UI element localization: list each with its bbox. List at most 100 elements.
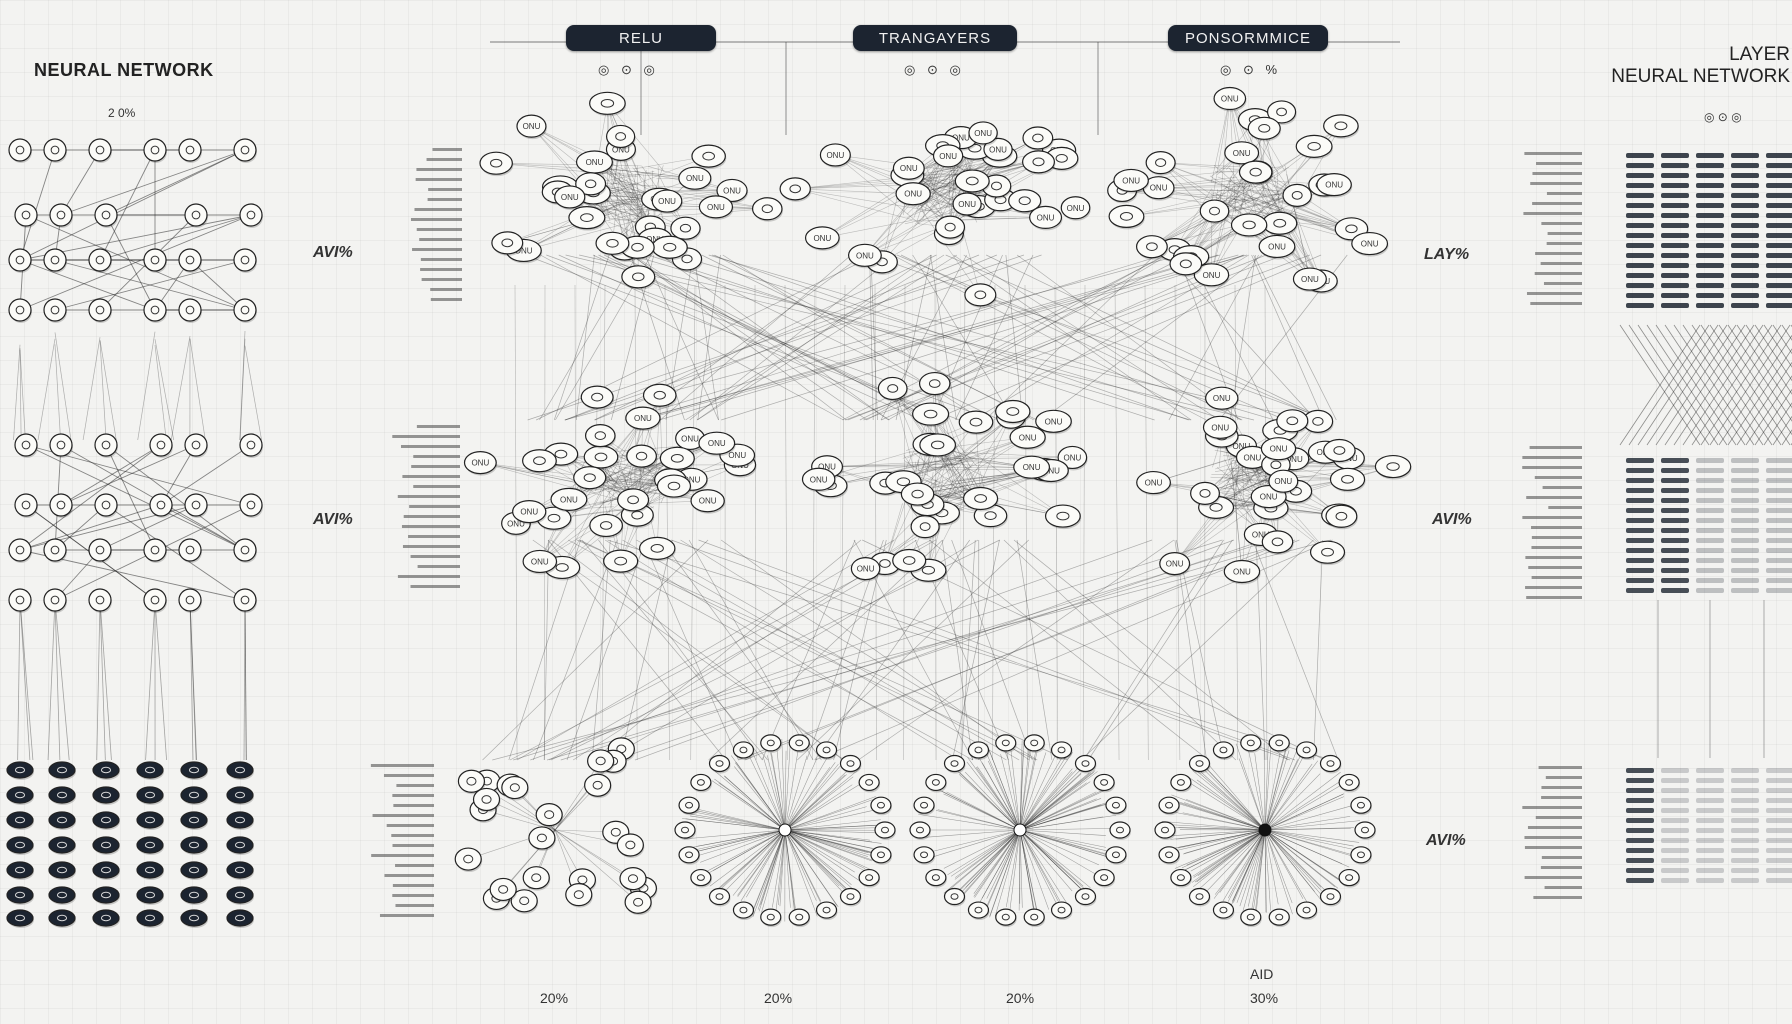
neuron-node [1169,252,1203,277]
connection-line [772,829,786,908]
connection-line [688,539,814,761]
neuron-node [788,908,811,928]
connection-line [1191,829,1266,883]
connection-line [784,829,817,901]
tick-label-stack [410,585,460,588]
connection-line [554,829,634,879]
relu-pill[interactable]: RELU [566,25,716,51]
connection-line [1264,793,1344,831]
node-layer: ONUONUONUONUONUONUONUONUONUONUONUONUONUO… [6,86,1792,928]
layer-bar [1696,488,1724,493]
neuron-node [88,538,112,563]
connection-line [964,771,1021,831]
neuron-node [1022,150,1056,175]
connection-line [818,457,963,480]
neuron-node [587,749,615,774]
performance-pill[interactable]: PONSORMMICE [1168,25,1328,51]
layer-bar [1626,153,1654,158]
layer-bar [1626,458,1654,463]
connection-line [713,829,786,893]
neuron-node [1158,846,1181,865]
neuron-node: ONU [932,144,964,169]
connection-line [714,778,786,831]
connection-line [975,767,1021,831]
layer-bar [1696,213,1724,218]
connection-line [751,829,786,913]
connection-line [1019,829,1117,859]
neuron-node: ONU [983,137,1014,163]
neuron-node [1188,887,1211,907]
neuron-node [457,769,486,795]
connection-line [1019,829,1100,866]
neuron-node [1109,821,1131,840]
layer-bar [1626,283,1654,288]
neuron-node [233,138,257,163]
connection-line [784,755,808,831]
connection-line [1019,787,1112,831]
connection-line [928,436,1028,473]
neuron-node [43,538,67,563]
layer-bar [1696,243,1724,248]
connection-line [1019,790,1103,831]
tick-label-stack [419,238,462,241]
connection-line [711,780,786,831]
connection-line [1174,284,1181,761]
connection-line [1264,829,1362,858]
connection-line [480,462,643,485]
connection-line [864,201,955,256]
connection-line [1664,324,1746,446]
connection-line [734,762,786,831]
neuron-node [233,588,257,613]
neuron-node [1338,868,1361,888]
connection-line [830,451,978,486]
connection-line [784,829,870,870]
connection-line [160,444,252,506]
right-title-line1: LAYER [1729,44,1790,65]
layer-bar [1696,193,1724,198]
connection-line [870,254,1330,421]
connection-line [1178,829,1266,874]
connection-line [1168,254,1259,421]
neuron-label: ONU [810,475,828,484]
connection-line [189,259,246,311]
connection-line [60,149,101,216]
neuron-node [14,433,38,458]
connection-line [761,829,786,913]
layer-bar [1766,283,1792,288]
tick-label-stack [420,268,462,271]
connection-line [930,413,983,493]
layer-bar [1696,878,1724,883]
connection-line [1019,772,1092,831]
connection-line [1763,402,1792,446]
neuron-label: ONU [1270,445,1288,454]
connection-line [784,769,849,831]
connection-line [784,774,847,831]
connection-line [683,812,786,831]
connection-line [605,454,624,526]
neuron-node [535,803,564,828]
neuron-node [233,538,257,563]
tick-label-stack [1544,886,1582,889]
connection-line [1196,779,1266,831]
neuron-node: ONU [1351,231,1389,257]
layer-bar [1626,488,1654,493]
neuron-node [967,741,990,760]
connection-line [1200,771,1266,831]
connection-line [599,182,733,191]
connection-line [835,154,921,225]
connection-line [1211,192,1248,275]
layer-bar [1626,808,1654,813]
tick-label-stack [1541,796,1582,799]
neuron-node [136,886,164,905]
tick-label-stack [426,158,462,161]
tick-label-stack [1530,182,1582,185]
connection-line [1254,753,1266,831]
connection-line [671,539,1291,761]
transformer-layers-pill[interactable]: TRANGAYERS [853,25,1017,51]
neuron-node [180,811,208,830]
connection-line [955,254,1034,421]
layer-bar [1766,548,1792,553]
tick-label-stack [412,248,462,251]
connection-line [631,254,847,421]
tick-label-stack [1523,212,1582,215]
